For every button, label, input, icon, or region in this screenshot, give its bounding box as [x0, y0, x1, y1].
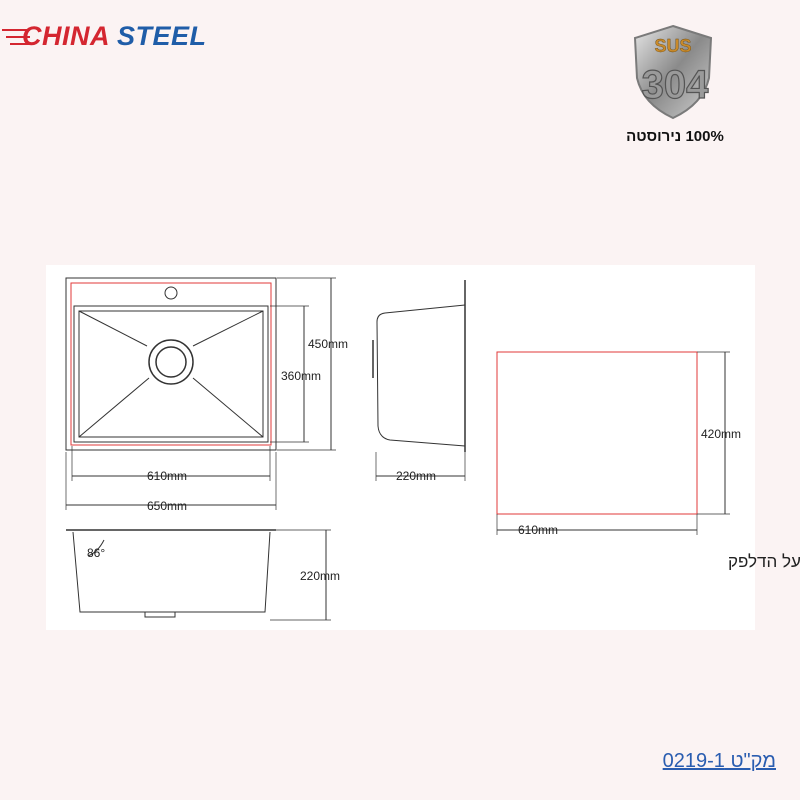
- countertop-cutout-outline: [496, 351, 698, 515]
- dim-label-610-cutout: 610mm: [518, 523, 558, 537]
- dim-label-450: 450mm: [308, 337, 348, 351]
- cutout-caption: מידות החור הדרוש על הדלפק: [728, 552, 800, 571]
- drain-outer-ring: [148, 339, 194, 385]
- badge-grade-number: 304: [642, 63, 709, 107]
- dim-label-220-side: 220mm: [396, 469, 436, 483]
- shield-icon: [633, 24, 713, 120]
- brand-word-china: CHINA: [22, 21, 109, 51]
- model-number-link[interactable]: מק"ט 0219-1: [662, 750, 776, 772]
- bowl-slope-line: [78, 310, 148, 347]
- brand-name: CHINA STEEL: [22, 14, 207, 58]
- sink-top-red-outline: [70, 282, 272, 446]
- dim-label-420: 420mm: [701, 427, 741, 441]
- bowl-slope-line: [78, 377, 150, 438]
- bowl-slope-line: [192, 377, 264, 438]
- sink-top-outer-outline: [65, 277, 277, 451]
- badge-caption: 100% נירוסטה: [626, 128, 724, 145]
- sink-bowl-inner-outline: [78, 310, 264, 438]
- sink-bowl-outline: [73, 305, 269, 443]
- brand-word-steel: STEEL: [117, 21, 207, 51]
- front-view-drain: [144, 612, 176, 618]
- dim-label-610: 610mm: [147, 469, 187, 483]
- front-view-bowl: [72, 531, 271, 613]
- badge-grade-top: SUS: [654, 36, 691, 56]
- sus304-badge: SUS 304: [625, 22, 721, 122]
- bowl-slope-line: [192, 310, 264, 347]
- speed-lines-icon: [2, 29, 30, 45]
- dim-label-360: 360mm: [281, 369, 321, 383]
- dim-label-650: 650mm: [147, 499, 187, 513]
- angle-arc: [87, 539, 105, 557]
- brand-logo: CHINA STEEL: [0, 14, 210, 58]
- side-view-bowl: [376, 304, 466, 447]
- drawing-panel: [46, 265, 755, 630]
- dim-label-220-front: 220mm: [300, 569, 340, 583]
- drain-inner-ring: [155, 346, 187, 378]
- angle-label: 86°: [87, 546, 105, 560]
- faucet-hole: [164, 286, 178, 300]
